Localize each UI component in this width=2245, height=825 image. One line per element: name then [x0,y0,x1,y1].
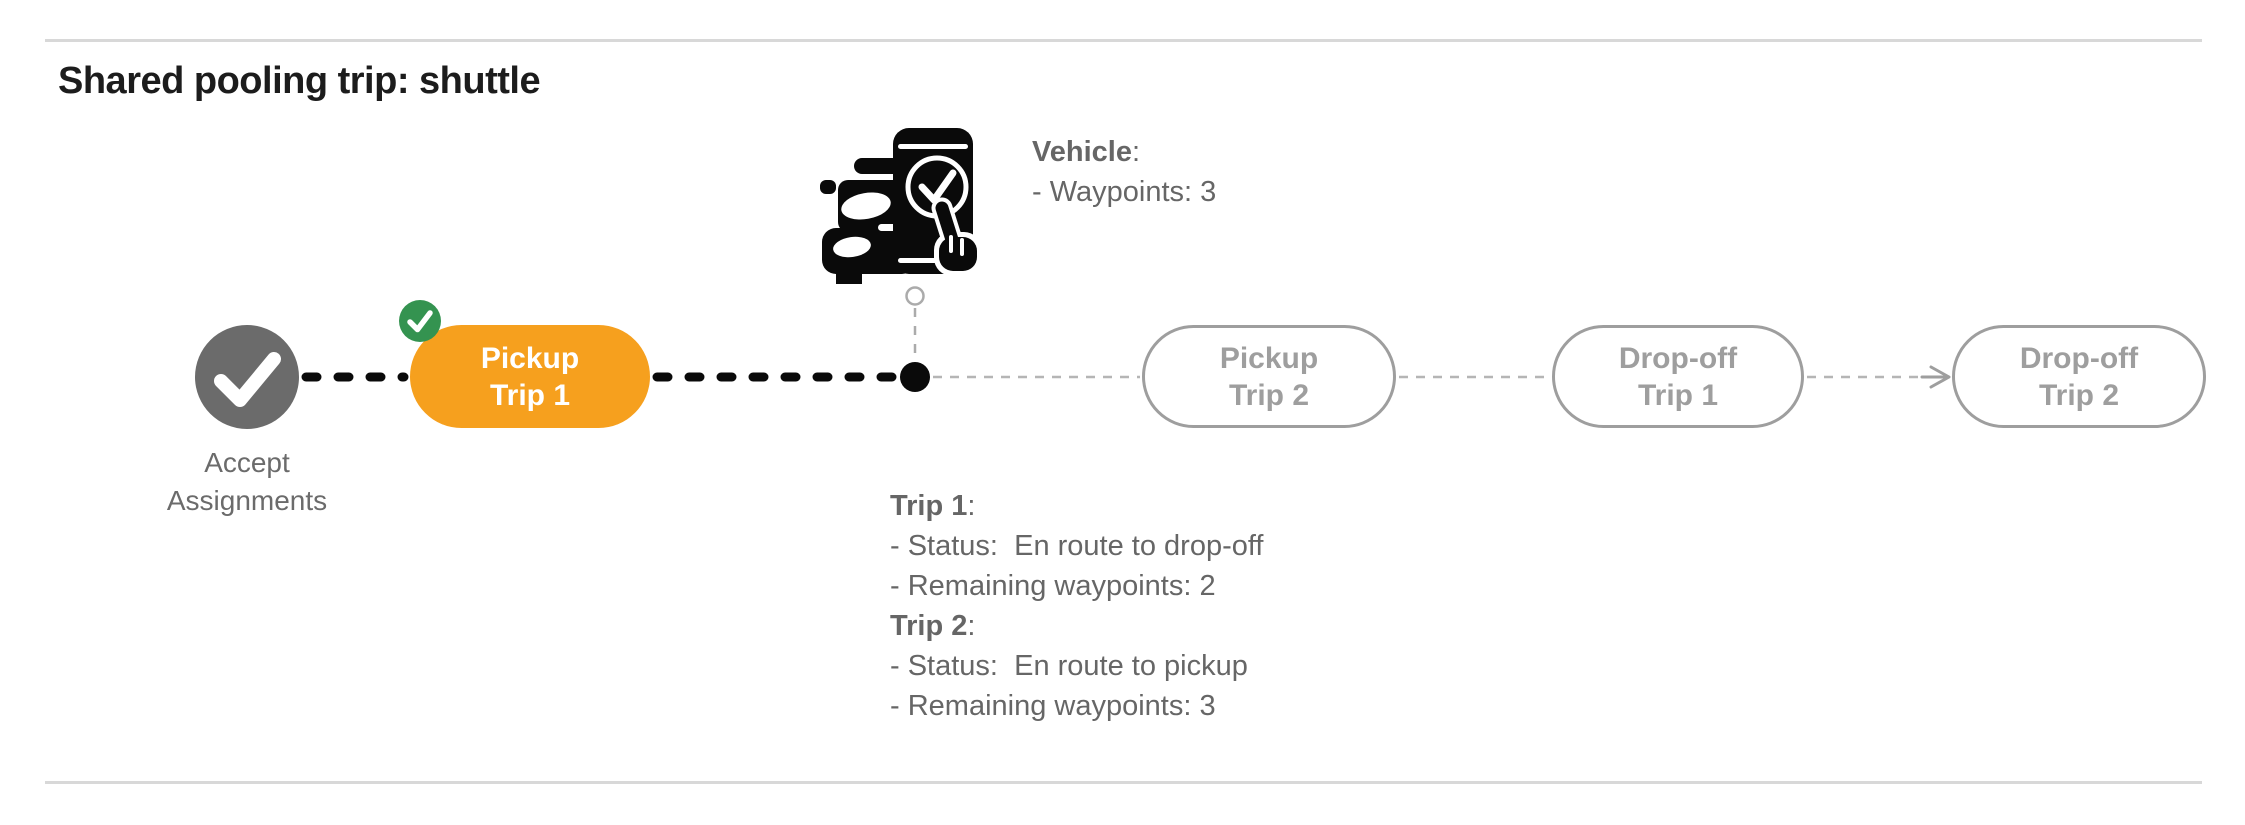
vehicle-info-heading-text: Vehicle [1032,136,1132,168]
vehicle-phone-check-icon [820,128,982,284]
accept-label-line1: Accept [204,447,290,478]
vehicle-link-circle [905,286,925,306]
page-title: Shared pooling trip: shuttle [58,60,541,102]
waypoint-pickup-trip2: Pickup Trip 2 [1142,325,1396,428]
completed-check-badge [399,300,441,342]
check-icon [214,352,281,407]
vehicle-info-colon: : [1131,136,1141,168]
trip1-heading-text: Trip 1 [890,490,968,522]
waypoint-label-line1: Pickup [1219,341,1319,375]
vehicle-info-panel: Vehicle: - Waypoints: 3 [1032,132,1216,212]
waypoint-label-line2: Trip 2 [2038,378,2120,412]
vehicle-info-heading: Vehicle: [1032,132,1216,172]
divider-top [45,39,2202,42]
trip1-heading: Trip 1: [890,486,1263,526]
divider-bottom [45,781,2202,784]
waypoint-label-line1: Pickup [480,341,580,375]
trip1-waypoints-line: - Remaining waypoints: 2 [890,570,1216,602]
vehicle-position-dot [900,362,930,392]
waypoint-dropoff-trip2: Drop-off Trip 2 [1952,325,2206,428]
arrowhead-icon [1920,365,1951,389]
waypoint-label-line2: Trip 1 [1637,378,1719,412]
waypoint-label-line1: Drop-off [2019,341,2139,375]
trip-status-panel: Trip 1: - Status: En route to drop-off -… [890,486,1263,726]
trip1-colon: : [967,490,976,522]
waypoint-label-line2: Trip 1 [489,378,571,412]
trip2-heading: Trip 2: [890,606,1263,646]
trip2-colon: : [967,610,976,642]
waypoint-dropoff-trip1: Drop-off Trip 1 [1552,325,1804,428]
accept-assignments-node [195,325,299,429]
waypoint-label-line1: Drop-off [1618,341,1738,375]
waypoint-label-line2: Trip 2 [1228,378,1310,412]
check-badge-icon [407,310,433,333]
waypoint-pickup-trip1: Pickup Trip 1 [410,325,650,428]
trip1-status-line: - Status: En route to drop-off [890,530,1264,562]
vehicle-waypoints-line: - Waypoints: 3 [1032,176,1217,208]
trip2-heading-text: Trip 2 [890,610,968,642]
trip2-waypoints-line: - Remaining waypoints: 3 [890,690,1216,722]
accept-label-line2: Assignments [166,485,328,516]
trip2-status-line: - Status: En route to pickup [890,650,1248,682]
accept-assignments-label: Accept Assignments [97,444,397,520]
